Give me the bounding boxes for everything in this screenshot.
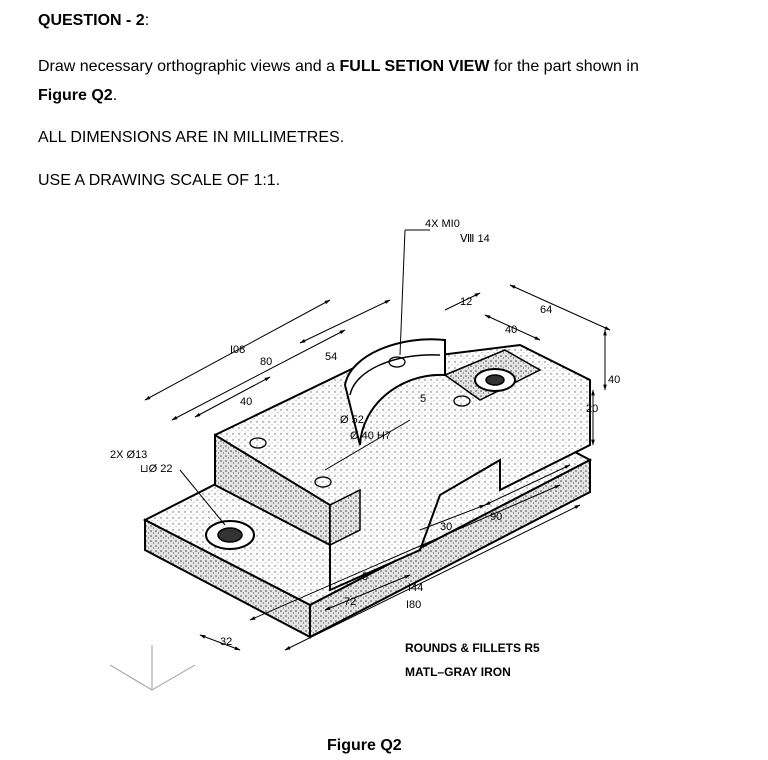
dim-5-top: 5 xyxy=(420,393,426,405)
tapped-holes xyxy=(249,356,471,488)
scale-note: USE A DRAWING SCALE OF 1:1. xyxy=(38,172,281,189)
notes-material: MATL–GRAY IRON xyxy=(405,665,511,679)
axis-indicator xyxy=(109,645,196,691)
instruction-bold-figure: Figure Q2 xyxy=(38,87,113,104)
dimension-labels: I08 80 40 54 12 40 64 40 20 5 30 90 5 72… xyxy=(220,296,620,648)
instruction-text-2: for the part shown in xyxy=(489,58,639,75)
dim-180: I80 xyxy=(406,599,421,611)
dim-144: I44 xyxy=(408,582,423,594)
question-colon: : xyxy=(144,12,150,29)
instruction-text-1: Draw necessary orthographic views and a xyxy=(38,58,340,75)
isometric-part-drawing: I08 80 40 54 12 40 64 40 20 5 30 90 5 72… xyxy=(109,218,620,691)
question-label: QUESTION - 2 xyxy=(38,12,145,29)
dim-30: 30 xyxy=(440,521,452,533)
dim-108: I08 xyxy=(230,344,245,356)
notes-rounds-fillets: ROUNDS & FILLETS R5 xyxy=(405,641,540,655)
instruction-text-3: . xyxy=(112,87,118,104)
counterbore-hole xyxy=(205,520,255,550)
bore-52-callout: Ø 52 xyxy=(340,414,364,426)
counterbore-count-callout: 2X Ø13 xyxy=(110,449,147,461)
instruction-bold-full-section: FULL SETION VIEW xyxy=(339,58,490,75)
dim-64: 64 xyxy=(540,304,552,316)
dim-12: 12 xyxy=(460,296,472,308)
dim-80: 80 xyxy=(260,356,272,368)
bore-40-callout: Ø 40 H7 xyxy=(350,430,391,442)
callouts: 4X MI0 Ⅷ 14 2X Ø13 ⊔Ø 22 Ø 52 Ø 40 H7 xyxy=(110,218,490,475)
question-heading: QUESTION - 2: xyxy=(38,12,149,30)
dim-90: 90 xyxy=(490,511,502,523)
units-note: ALL DIMENSIONS ARE IN MILLIMETRES. xyxy=(38,129,345,146)
dimension-lines xyxy=(144,229,611,651)
dim-54: 54 xyxy=(325,351,337,363)
dim-40-top: 40 xyxy=(505,324,517,336)
counterbore-dia-callout: ⊔Ø 22 xyxy=(140,463,172,475)
tapped-hole-callout: 4X MI0 xyxy=(425,218,460,230)
dim-40-left: 40 xyxy=(240,396,252,408)
instruction-paragraph: Draw necessary orthographic views and a … xyxy=(38,52,738,110)
notes: ROUNDS & FILLETS R5 MATL–GRAY IRON xyxy=(405,641,540,679)
tapped-depth-callout: Ⅷ 14 xyxy=(460,233,490,245)
dim-40-right: 40 xyxy=(608,374,620,386)
dim-72: 72 xyxy=(344,596,356,608)
dim-32: 32 xyxy=(220,636,232,648)
figure-caption: Figure Q2 xyxy=(327,737,402,754)
right-counterbore-hole xyxy=(474,368,516,392)
dim-5-bottom: 5 xyxy=(362,571,368,583)
dim-20: 20 xyxy=(586,403,598,415)
